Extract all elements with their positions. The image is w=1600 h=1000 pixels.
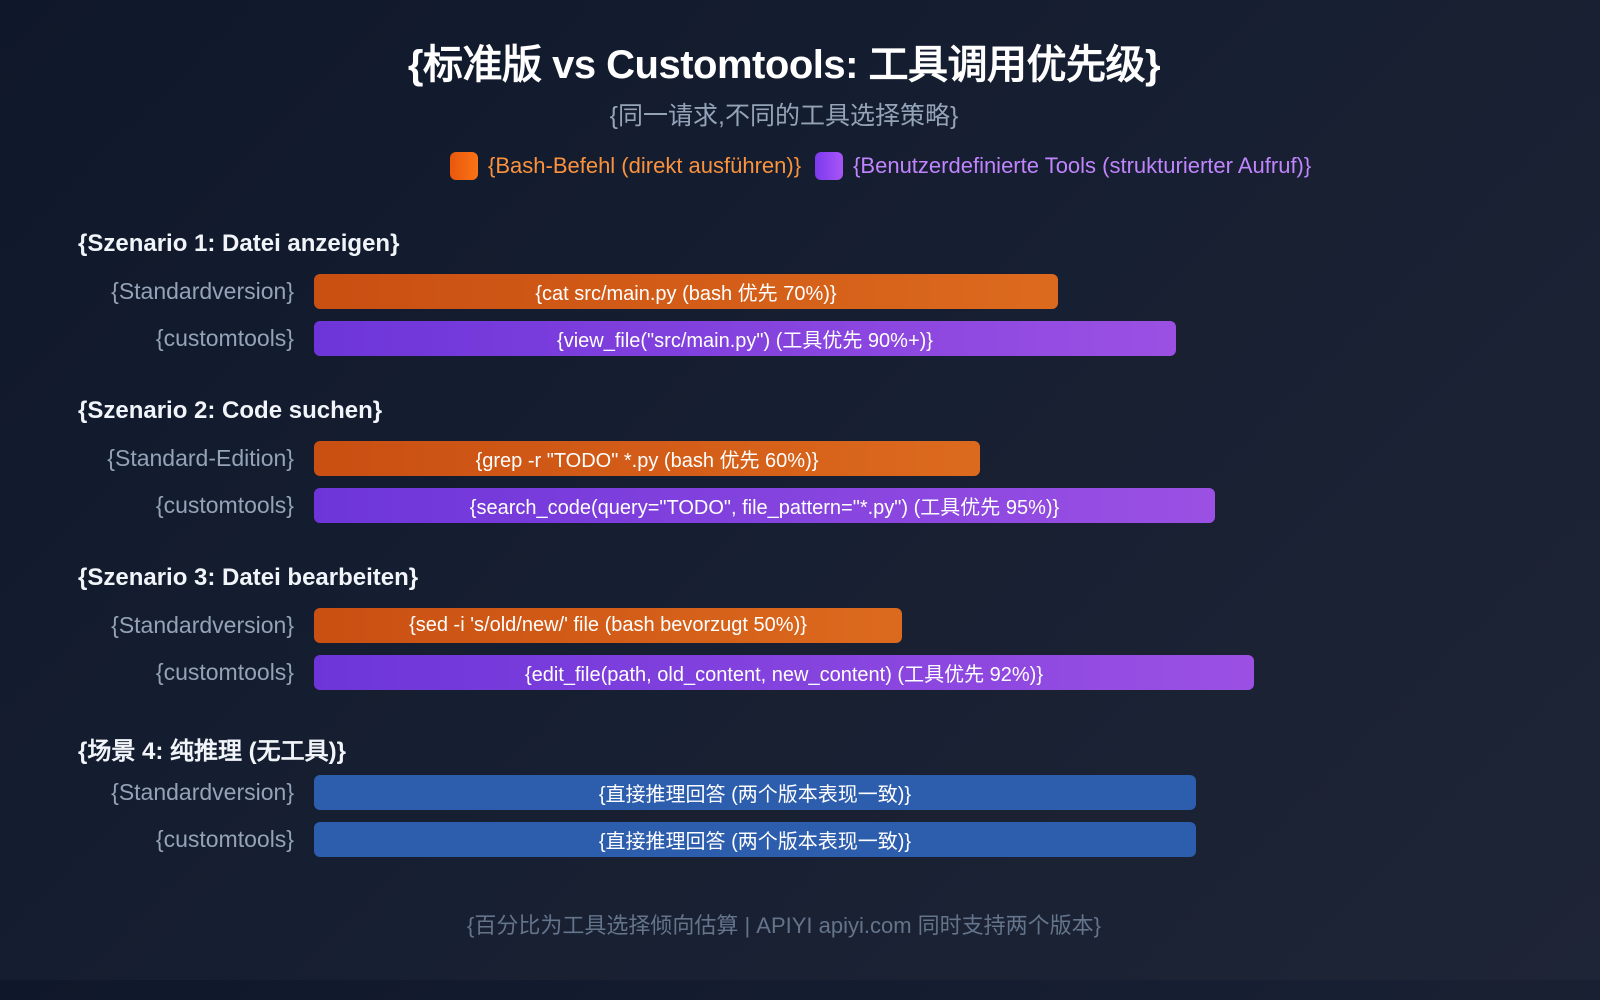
scenario-title: {场景 4: 纯推理 (无工具)}: [78, 738, 347, 765]
legend-label-tools: {Benutzerdefinierte Tools (strukturierte…: [853, 153, 1312, 178]
bash-bar: {sed -i 's/old/new/' file (bash bevorzug…: [314, 608, 902, 643]
row-label: {Standardversion}: [111, 779, 294, 805]
scenario-row-customtools: {customtools} {view_file("src/main.py") …: [0, 321, 1568, 357]
legend-item-bash: {Bash-Befehl (direkt ausführen)}: [450, 152, 801, 180]
neutral-bar: {直接推理回答 (两个版本表现一致)}: [314, 775, 1196, 810]
bash-bar: {cat src/main.py (bash 优先 70%)}: [314, 274, 1058, 309]
row-label: {customtools}: [155, 325, 294, 351]
scenario-title: {Szenario 1: Datei anzeigen}: [78, 230, 400, 257]
row-label: {customtools}: [155, 659, 294, 685]
row-label: {customtools}: [155, 492, 294, 518]
row-label: {Standardversion}: [111, 612, 294, 638]
scenario-row-standard: {Standardversion} {sed -i 's/old/new/' f…: [0, 608, 1568, 644]
legend-item-tools: {Benutzerdefinierte Tools (strukturierte…: [815, 152, 1311, 180]
scenario-row-customtools: {customtools} {edit_file(path, old_conte…: [0, 655, 1568, 691]
tools-bar: {edit_file(path, old_content, new_conten…: [314, 655, 1254, 690]
scenario-row-customtools: {customtools} {直接推理回答 (两个版本表现一致)}: [0, 822, 1568, 858]
page-subtitle: {同一请求,不同的工具选择策略}: [609, 102, 959, 130]
scenario-row-customtools: {customtools} {search_code(query="TODO",…: [0, 488, 1568, 524]
page-title: {标准版 vs Customtools: 工具调用优先级}: [407, 43, 1161, 87]
scenario-row-standard: {Standardversion} {cat src/main.py (bash…: [0, 274, 1568, 310]
tools-bar: {view_file("src/main.py") (工具优先 90%+)}: [314, 321, 1176, 356]
legend-label-bash: {Bash-Befehl (direkt ausführen)}: [488, 153, 802, 178]
neutral-bar: {直接推理回答 (两个版本表现一致)}: [314, 822, 1196, 857]
scenario-title: {Szenario 2: Code suchen}: [78, 397, 383, 424]
scenario-title: {Szenario 3: Datei bearbeiten}: [78, 564, 419, 591]
scenario-row-standard: {Standard-Edition} {grep -r "TODO" *.py …: [0, 441, 1568, 477]
legend: {Bash-Befehl (direkt ausführen)} {Benutz…: [450, 152, 1325, 180]
row-label: {Standardversion}: [111, 278, 294, 304]
orange-square-icon: [450, 152, 478, 180]
footer-note: {百分比为工具选择倾向估算 | APIYI apiyi.com 同时支持两个版本…: [466, 913, 1102, 938]
bash-bar: {grep -r "TODO" *.py (bash 优先 60%)}: [314, 441, 980, 476]
scenario-row-standard: {Standardversion} {直接推理回答 (两个版本表现一致)}: [0, 775, 1568, 811]
purple-square-icon: [815, 152, 844, 180]
row-label: {customtools}: [155, 826, 294, 852]
tools-bar: {search_code(query="TODO", file_pattern=…: [314, 488, 1215, 523]
row-label: {Standard-Edition}: [107, 445, 294, 471]
